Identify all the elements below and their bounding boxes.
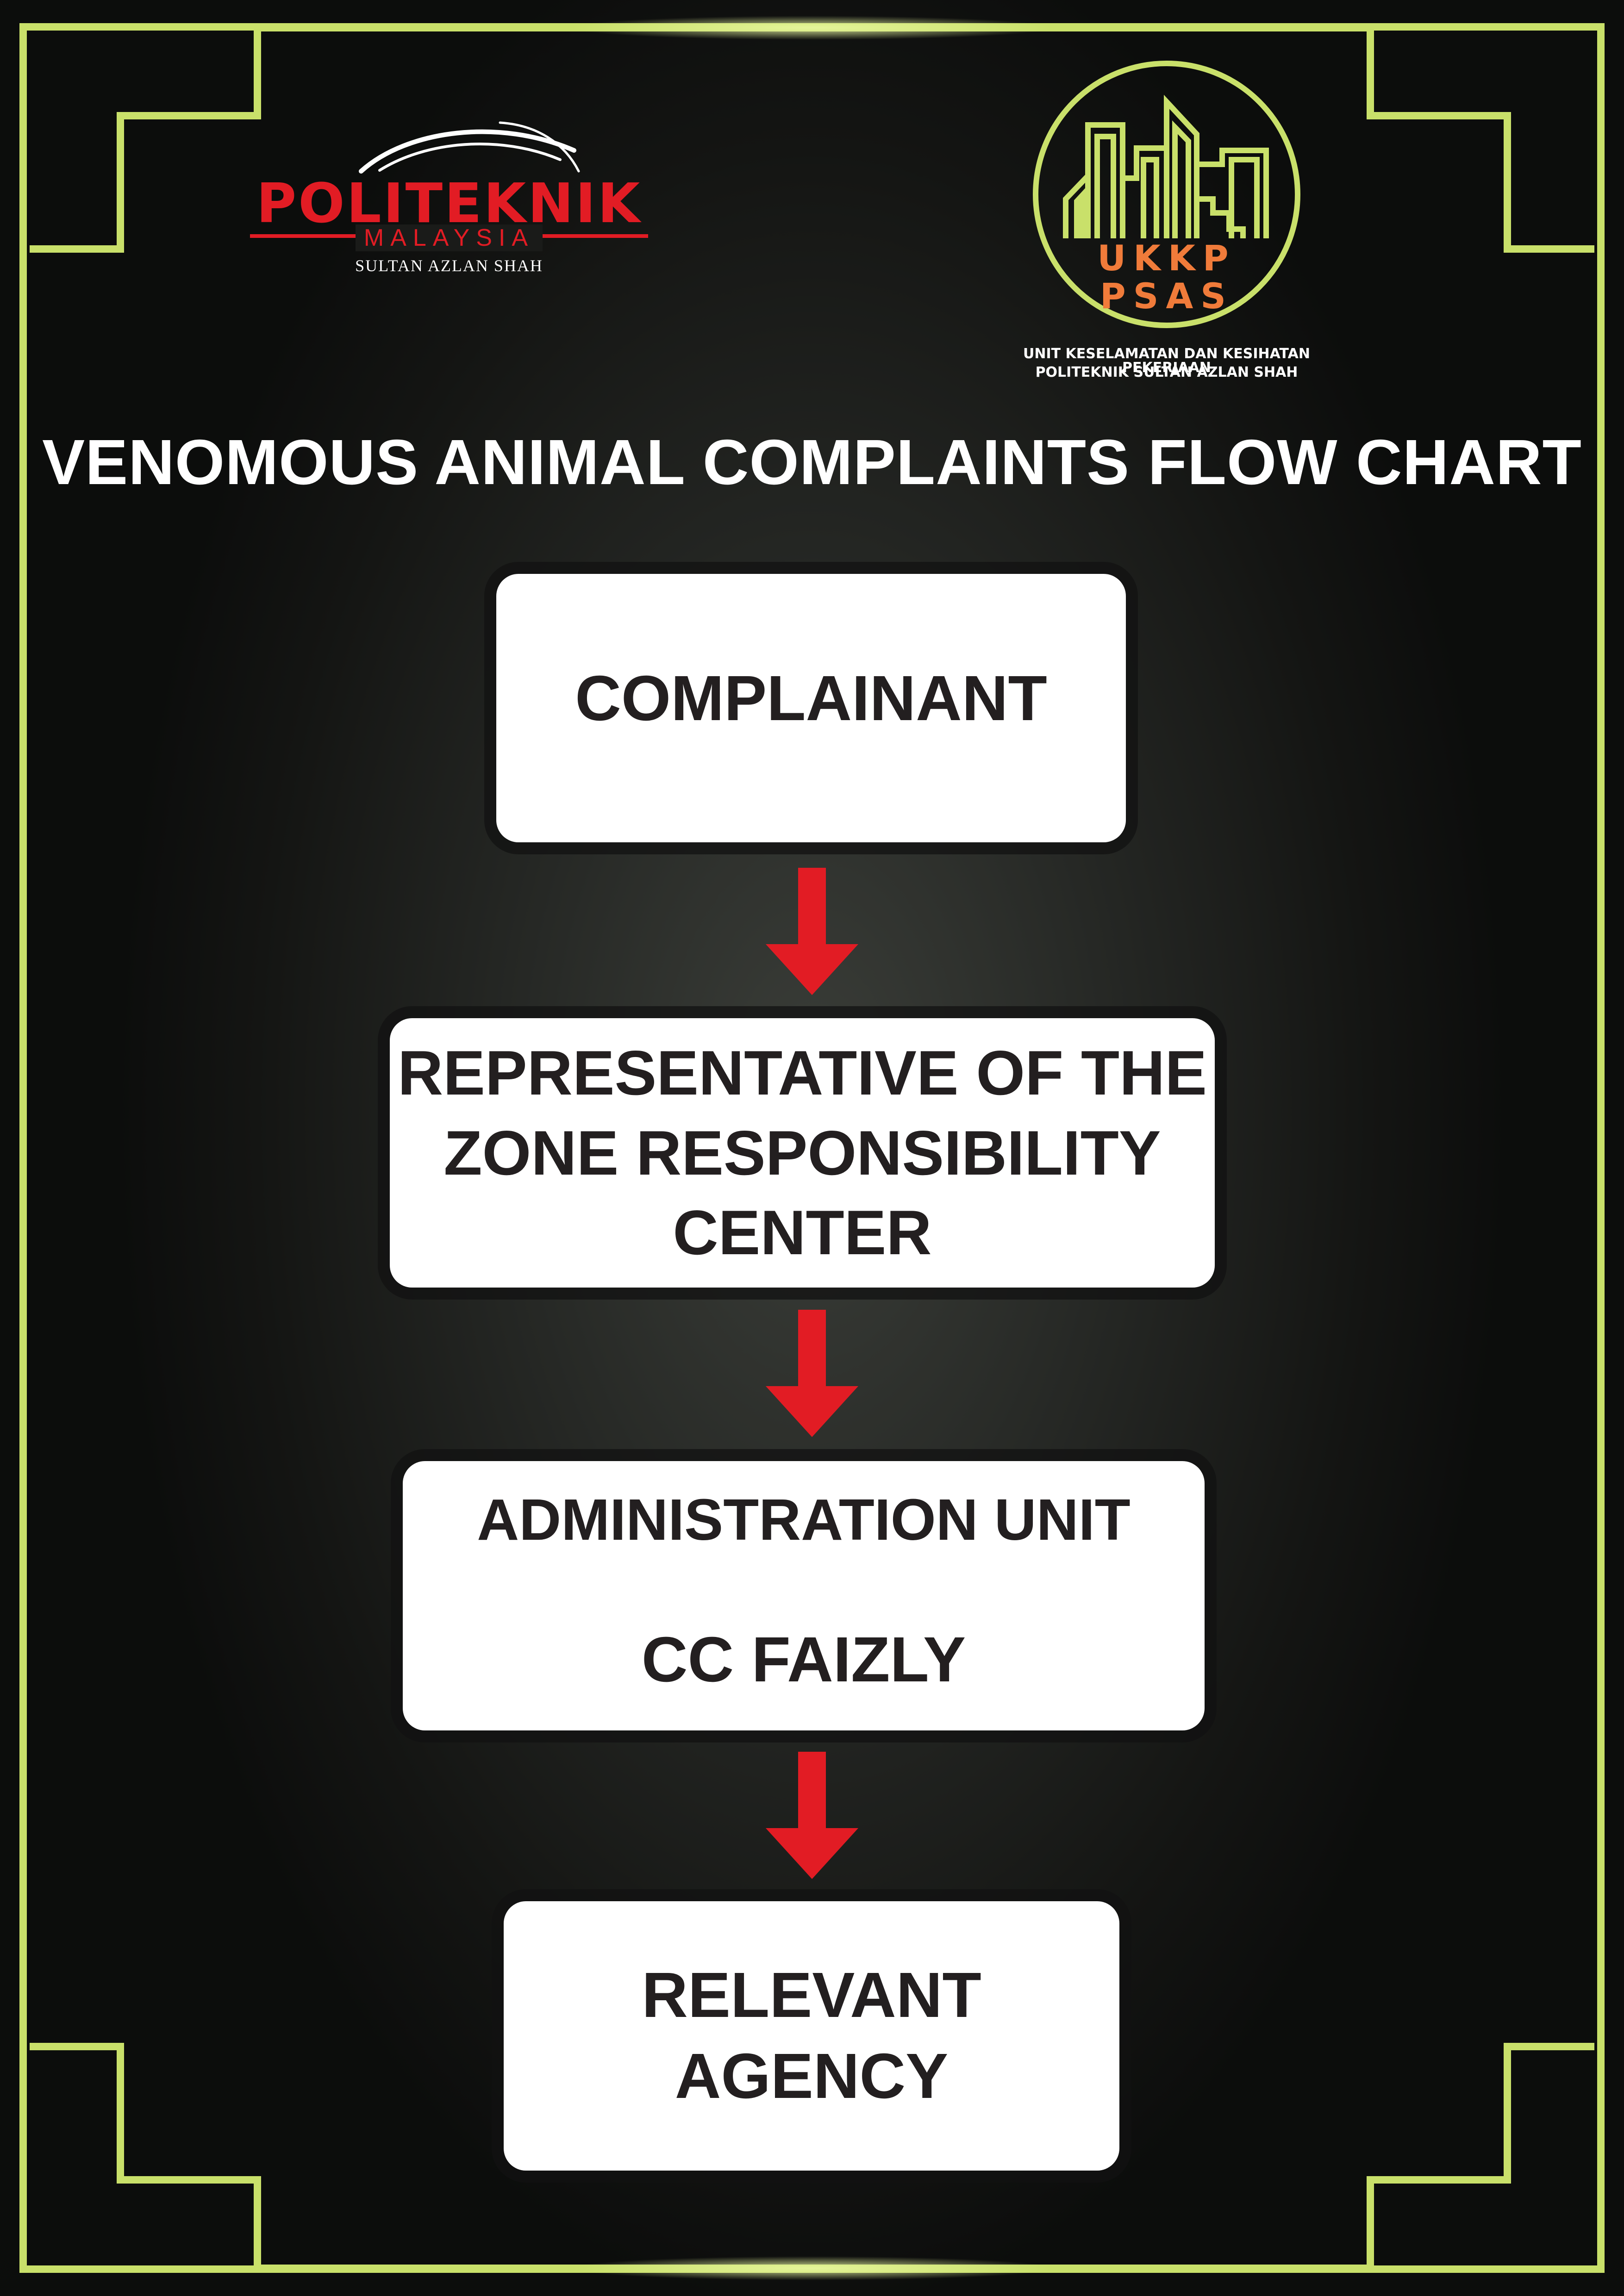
flow-step-label: REPRESENTATIVE OF THE [397, 1037, 1207, 1108]
down-arrow-icon [766, 1752, 858, 1879]
flow-step-label: ADMINISTRATION UNIT [477, 1487, 1131, 1552]
ukkp-caption-line2: POLITEKNIK SULTAN AZLAN SHAH [1035, 364, 1298, 380]
down-arrow-icon [766, 1310, 858, 1437]
politeknik-campus: SULTAN AZLAN SHAH [355, 256, 543, 275]
flow-step-label: COMPLAINANT [575, 663, 1047, 734]
politeknik-subname-text: MALAYSIA [355, 224, 543, 251]
down-arrow-icon [766, 868, 858, 995]
ukkp-psas-logo: UKKP PSAS UNIT KESELAMATAN DAN KESIHATAN… [1023, 60, 1393, 393]
city-skyline-icon [1033, 61, 1300, 328]
politeknik-wordmark: POLITEKNIK [256, 171, 642, 235]
flow-step-label: AGENCY [675, 2041, 949, 2112]
flow-step-zone-representative: REPRESENTATIVE OF THE ZONE RESPONSIBILIT… [390, 1018, 1215, 1288]
flow-step-administration-unit: ADMINISTRATION UNIT CC FAIZLY [403, 1461, 1205, 1730]
flow-step-label: ZONE RESPONSIBILITY [443, 1117, 1161, 1188]
politeknik-logo: POLITEKNIK MALAYSIA SULTAN AZLAN SHAH [241, 116, 657, 282]
ukkp-label: UKKP [1097, 237, 1236, 279]
bottom-glow [571, 2256, 1053, 2280]
politeknik-swoosh-icon [359, 121, 580, 174]
page-title: VENOMOUS ANIMAL COMPLAINTS FLOW CHART [42, 427, 1582, 498]
flow-step-label: RELEVANT [642, 1959, 981, 2031]
flow-step-label: CC FAIZLY [641, 1624, 966, 1695]
flow-step-label: CENTER [673, 1197, 932, 1268]
psas-label: PSAS [1100, 275, 1233, 317]
politeknik-subname: MALAYSIA [241, 224, 657, 251]
top-glow [571, 16, 1053, 40]
ukkp-caption-line1: UNIT KESELAMATAN DAN KESIHATAN PEKERJAAN [1023, 346, 1310, 376]
flow-step-relevant-agency: RELEVANT AGENCY [504, 1901, 1119, 2171]
flow-step-complainant: COMPLAINANT [496, 574, 1126, 842]
